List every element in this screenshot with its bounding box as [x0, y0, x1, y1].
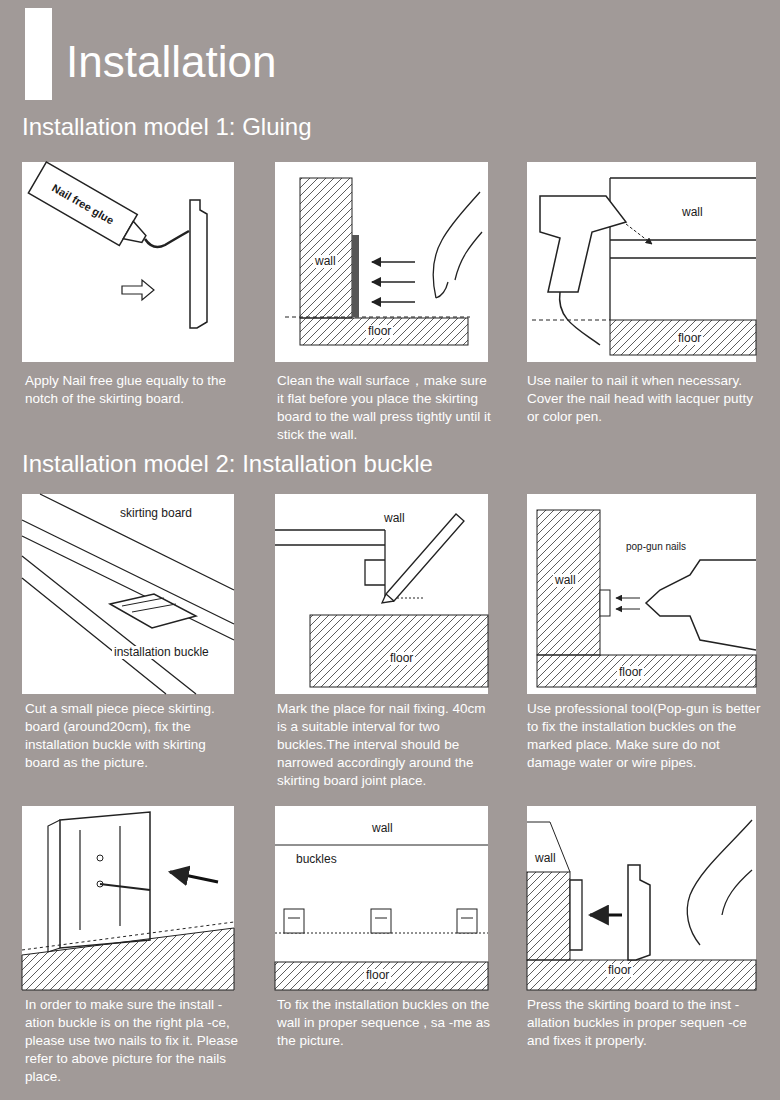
panel [527, 162, 756, 362]
part-label: wall [533, 852, 558, 865]
hand [433, 192, 482, 298]
buckle [60, 812, 150, 948]
tube-nozzle [123, 221, 149, 247]
skirting-profile [628, 865, 650, 960]
section-heading: Installation model 2: Installation buckl… [22, 450, 433, 479]
panel [22, 162, 234, 362]
buckle-detail [288, 918, 473, 919]
press-arrow [372, 301, 415, 303]
panel [275, 162, 488, 362]
wall-section [537, 510, 600, 655]
press-arrow [372, 261, 415, 263]
wall-outline [527, 822, 570, 872]
part-label: floor [364, 969, 391, 982]
part-label: installation buckle [112, 646, 211, 659]
nail-arrow [616, 609, 640, 610]
wall-section [527, 872, 570, 960]
buckle [457, 909, 477, 933]
dashed-line [285, 317, 470, 318]
part-label: floor [606, 964, 633, 977]
buckle [600, 590, 610, 616]
push-arrow [590, 914, 622, 917]
page-title: Installation [66, 40, 276, 84]
panel [22, 494, 234, 694]
pop-gun [646, 560, 756, 650]
skirting-board [22, 494, 234, 694]
nail-arrow [626, 224, 652, 244]
pencil [382, 514, 464, 603]
push-arrow [122, 280, 154, 300]
dashed-line [22, 922, 234, 950]
wall-section [300, 178, 352, 318]
part-label: floor [617, 666, 644, 679]
part-label: pop-gun nails [624, 541, 688, 552]
floor-section [610, 320, 756, 355]
floor-section [22, 928, 234, 990]
tube-body [28, 162, 137, 246]
nailer [540, 196, 626, 292]
part-label: wall [680, 206, 705, 219]
part-label: floor [366, 325, 393, 338]
buckle-detail [122, 598, 176, 612]
step-caption: Mark the place for nail fixing. 40cm is … [277, 700, 491, 790]
part-label: buckles [294, 853, 339, 866]
hand [687, 820, 752, 945]
wall-line [275, 845, 488, 846]
nailer-cable [560, 292, 600, 345]
floor-section [275, 962, 488, 990]
buckle [371, 909, 391, 933]
step-caption: Clean the wall surface，make sure it flat… [277, 372, 491, 444]
glue-bead [145, 231, 189, 247]
panel [527, 806, 756, 990]
skirting-board [275, 530, 385, 597]
push-arrow [170, 872, 218, 882]
skirting-board [352, 235, 359, 317]
part-label: wall [553, 574, 578, 587]
floor-section [300, 318, 468, 345]
tube-label: Nail free glue [48, 180, 117, 227]
step-caption: Use nailer to nail it when necessary. Co… [527, 372, 767, 426]
title-bar [25, 8, 52, 100]
part-label: wall [382, 512, 407, 525]
step-caption: Press the skirting board to the inst -al… [527, 996, 767, 1050]
section-heading: Installation model 1: Gluing [22, 113, 312, 142]
floor-section [310, 615, 488, 687]
nail-hole [97, 855, 103, 861]
glue-tube [28, 162, 153, 255]
step-caption: Use professional tool(Pop-gun is better … [527, 700, 767, 772]
step-caption: Cut a small piece piece skirting. board … [25, 700, 243, 772]
step-caption: To fix the installation buckles on the w… [277, 996, 491, 1050]
panel [22, 806, 234, 990]
part-label: wall [370, 822, 395, 835]
buckle [570, 880, 582, 950]
installation-buckle [110, 594, 196, 628]
panel [275, 494, 488, 694]
step-caption: In order to make sure the install -ation… [25, 996, 243, 1086]
panel [527, 494, 756, 694]
part-label: floor [388, 652, 415, 665]
part-label: floor [676, 332, 703, 345]
floor-section [527, 960, 756, 990]
part-label: skirting board [118, 507, 194, 520]
buckle [284, 909, 304, 933]
part-label: wall [313, 255, 338, 268]
wall-outline [610, 178, 756, 320]
nail-arrow [616, 598, 640, 599]
dashed-line [532, 320, 610, 321]
floor-section [537, 655, 756, 687]
press-arrow [372, 281, 415, 283]
nail [100, 884, 150, 890]
step-caption: Apply Nail free glue equally to the notc… [25, 372, 243, 408]
panel [275, 806, 488, 990]
skirting-profile [190, 200, 207, 328]
